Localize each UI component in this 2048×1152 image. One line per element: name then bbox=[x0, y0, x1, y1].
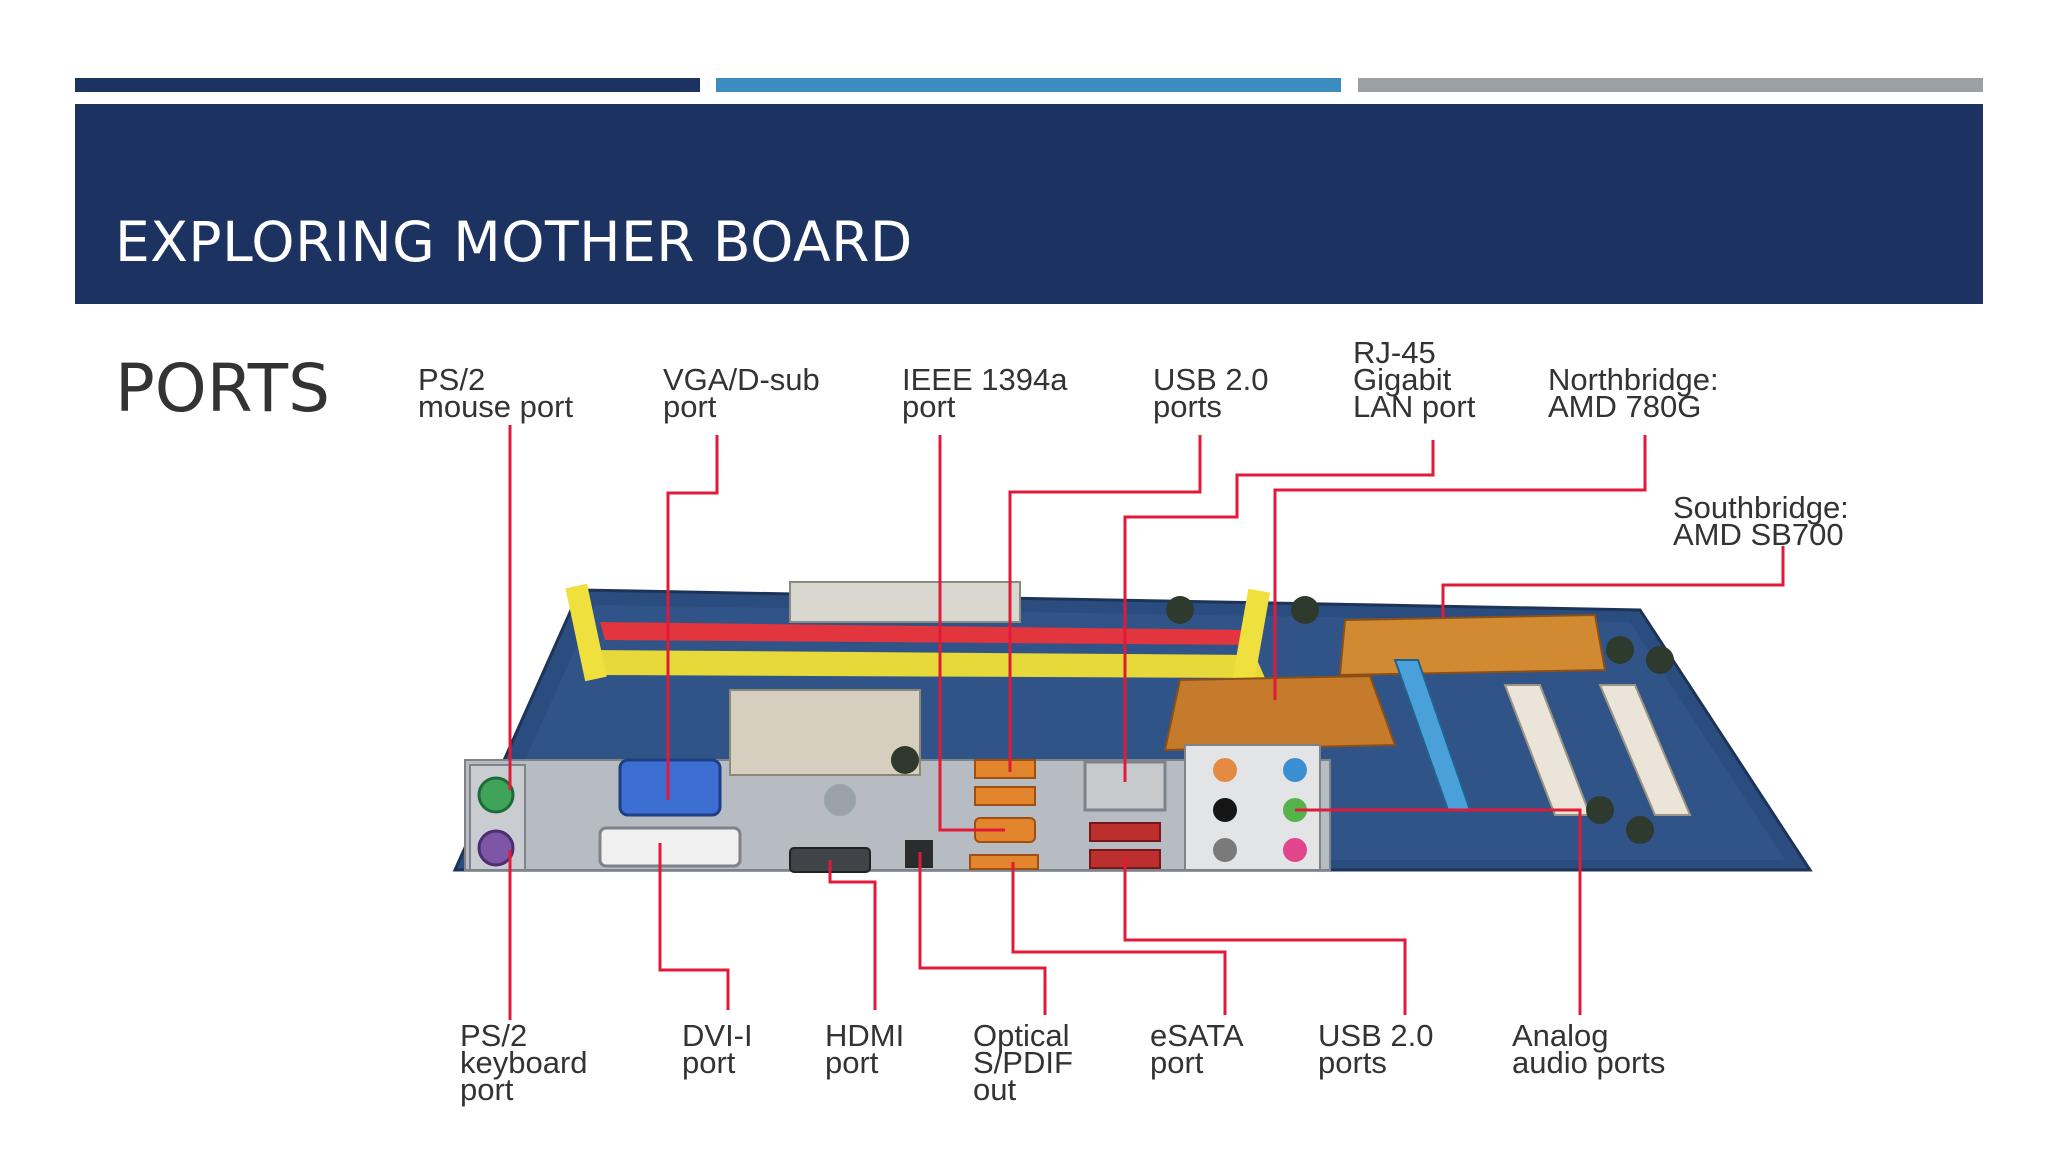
usb-port-bottom-1 bbox=[1089, 822, 1161, 842]
label-southbridge: Southbridge: AMD SB700 bbox=[1673, 490, 1849, 552]
label-ieee1394-port: IEEE 1394a port bbox=[902, 362, 1068, 424]
ps2-keyboard-connector bbox=[477, 829, 515, 867]
vga-connector bbox=[618, 758, 722, 817]
leader-usb-bottom bbox=[1123, 858, 1407, 1015]
label-esata-port: eSATA port bbox=[1150, 1018, 1244, 1080]
ram-slot-red bbox=[600, 622, 1260, 645]
leader-northbridge bbox=[1273, 435, 1647, 700]
ram-slot-yellow bbox=[590, 650, 1265, 678]
label-northbridge: Northbridge: AMD 780G bbox=[1548, 362, 1719, 424]
leader-southbridge bbox=[1441, 546, 1785, 618]
accent-bar-gray bbox=[1358, 78, 1983, 92]
atx-power-connector bbox=[789, 581, 1021, 623]
label-vga-port: VGA/D-sub port bbox=[663, 362, 820, 424]
esata-connector bbox=[969, 854, 1039, 870]
usb-port-top-2 bbox=[974, 786, 1036, 806]
leader-lines bbox=[508, 425, 1785, 1020]
leader-rj45 bbox=[1123, 440, 1435, 782]
leader-analog-audio bbox=[1295, 808, 1582, 1015]
label-rj45-lan-port: RJ-45 Gigabit LAN port bbox=[1353, 335, 1476, 424]
label-usb-top-ports: USB 2.0 ports bbox=[1153, 362, 1269, 424]
slide-title: EXPLORING MOTHER BOARD bbox=[115, 210, 913, 274]
label-ps2-mouse-port: PS/2 mouse port bbox=[418, 362, 574, 424]
southbridge-heatsink bbox=[1338, 613, 1607, 677]
leader-usb-top bbox=[1008, 435, 1202, 772]
label-optical-spdif-out: Optical S/PDIF out bbox=[973, 1018, 1073, 1107]
cpu-socket bbox=[729, 689, 921, 776]
accent-bar-blue bbox=[716, 78, 1341, 92]
dvi-connector bbox=[598, 826, 742, 868]
slide-subtitle: PORTS bbox=[115, 350, 331, 427]
leader-esata bbox=[1011, 862, 1227, 1015]
leader-optical bbox=[918, 852, 1047, 1015]
leader-vga bbox=[666, 435, 719, 800]
pci-slot-2 bbox=[1598, 684, 1692, 816]
usb-port-top-1 bbox=[974, 759, 1036, 779]
accent-bar-dark bbox=[75, 78, 700, 92]
leader-dvi bbox=[658, 843, 730, 1010]
label-usb-bottom-ports: USB 2.0 ports bbox=[1318, 1018, 1434, 1080]
ps2-mouse-connector bbox=[477, 776, 515, 814]
label-ps2-keyboard-port: PS/2 keyboard port bbox=[460, 1018, 588, 1107]
title-band bbox=[75, 104, 1983, 304]
leader-ieee1394 bbox=[938, 435, 1005, 832]
northbridge-heatsink bbox=[1163, 674, 1397, 752]
label-analog-audio-ports: Analog audio ports bbox=[1512, 1018, 1666, 1080]
leader-hdmi bbox=[828, 860, 877, 1010]
label-dvi-port: DVI-I port bbox=[682, 1018, 753, 1080]
label-hdmi-port: HDMI port bbox=[825, 1018, 905, 1080]
